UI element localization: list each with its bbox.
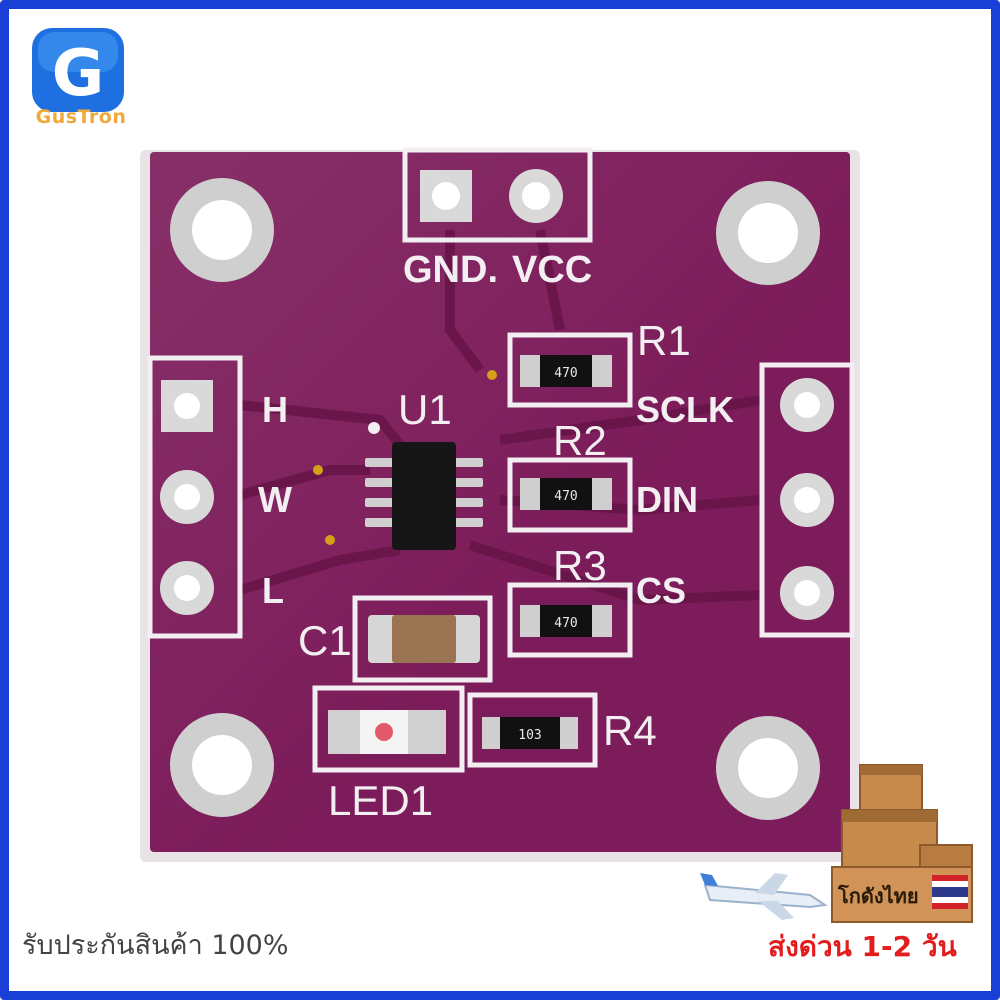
shipping-text: ส่งด่วน 1-2 วัน <box>768 930 957 963</box>
l-label: L <box>262 570 284 611</box>
thai-flag-icon <box>932 875 968 909</box>
gnd-label: GND. <box>403 249 498 291</box>
warehouse-label: โกดังไทย <box>837 884 919 908</box>
mounting-holes <box>170 178 820 820</box>
r3-label: R3 <box>553 542 607 589</box>
led1-label: LED1 <box>328 777 433 824</box>
resistor-r1: 470 <box>507 332 633 408</box>
brand-name: GusTron <box>35 106 127 128</box>
u1-label: U1 <box>398 386 452 433</box>
r1-code: 470 <box>554 366 577 381</box>
gustron-logo: G <box>32 28 124 112</box>
vcc-label: VCC <box>512 249 592 291</box>
capacitor-c1 <box>352 595 493 683</box>
airplane-icon <box>700 873 828 920</box>
resistor-r4: 103 <box>467 692 598 768</box>
r1-label: R1 <box>637 317 691 364</box>
r3-code: 470 <box>554 616 577 631</box>
resistor-r3: 470 <box>507 582 633 658</box>
r4-code: 103 <box>518 728 541 743</box>
din-label: DIN <box>636 479 698 520</box>
c1-label: C1 <box>298 617 352 664</box>
w-label: W <box>258 479 292 520</box>
pcb-traces <box>238 229 761 606</box>
led1 <box>312 685 465 773</box>
cs-label: CS <box>636 570 686 611</box>
u1-chip <box>365 422 483 550</box>
r4-label: R4 <box>603 707 657 754</box>
logo-letter: G <box>52 37 105 111</box>
sclk-label: SCLK <box>636 389 734 430</box>
vias <box>313 370 497 545</box>
h-label: H <box>262 389 288 430</box>
silkscreen-labels: GND. VCC H W L SCLK DIN CS U1 R1 R2 R3 R… <box>258 249 734 824</box>
warehouse-boxes-icon: โกดังไทย <box>700 764 973 923</box>
r2-label: R2 <box>553 417 607 464</box>
resistor-r2: 470 <box>507 457 633 533</box>
r2-code: 470 <box>554 489 577 504</box>
warranty-text: รับประกันสินค้า 100% <box>22 930 289 961</box>
